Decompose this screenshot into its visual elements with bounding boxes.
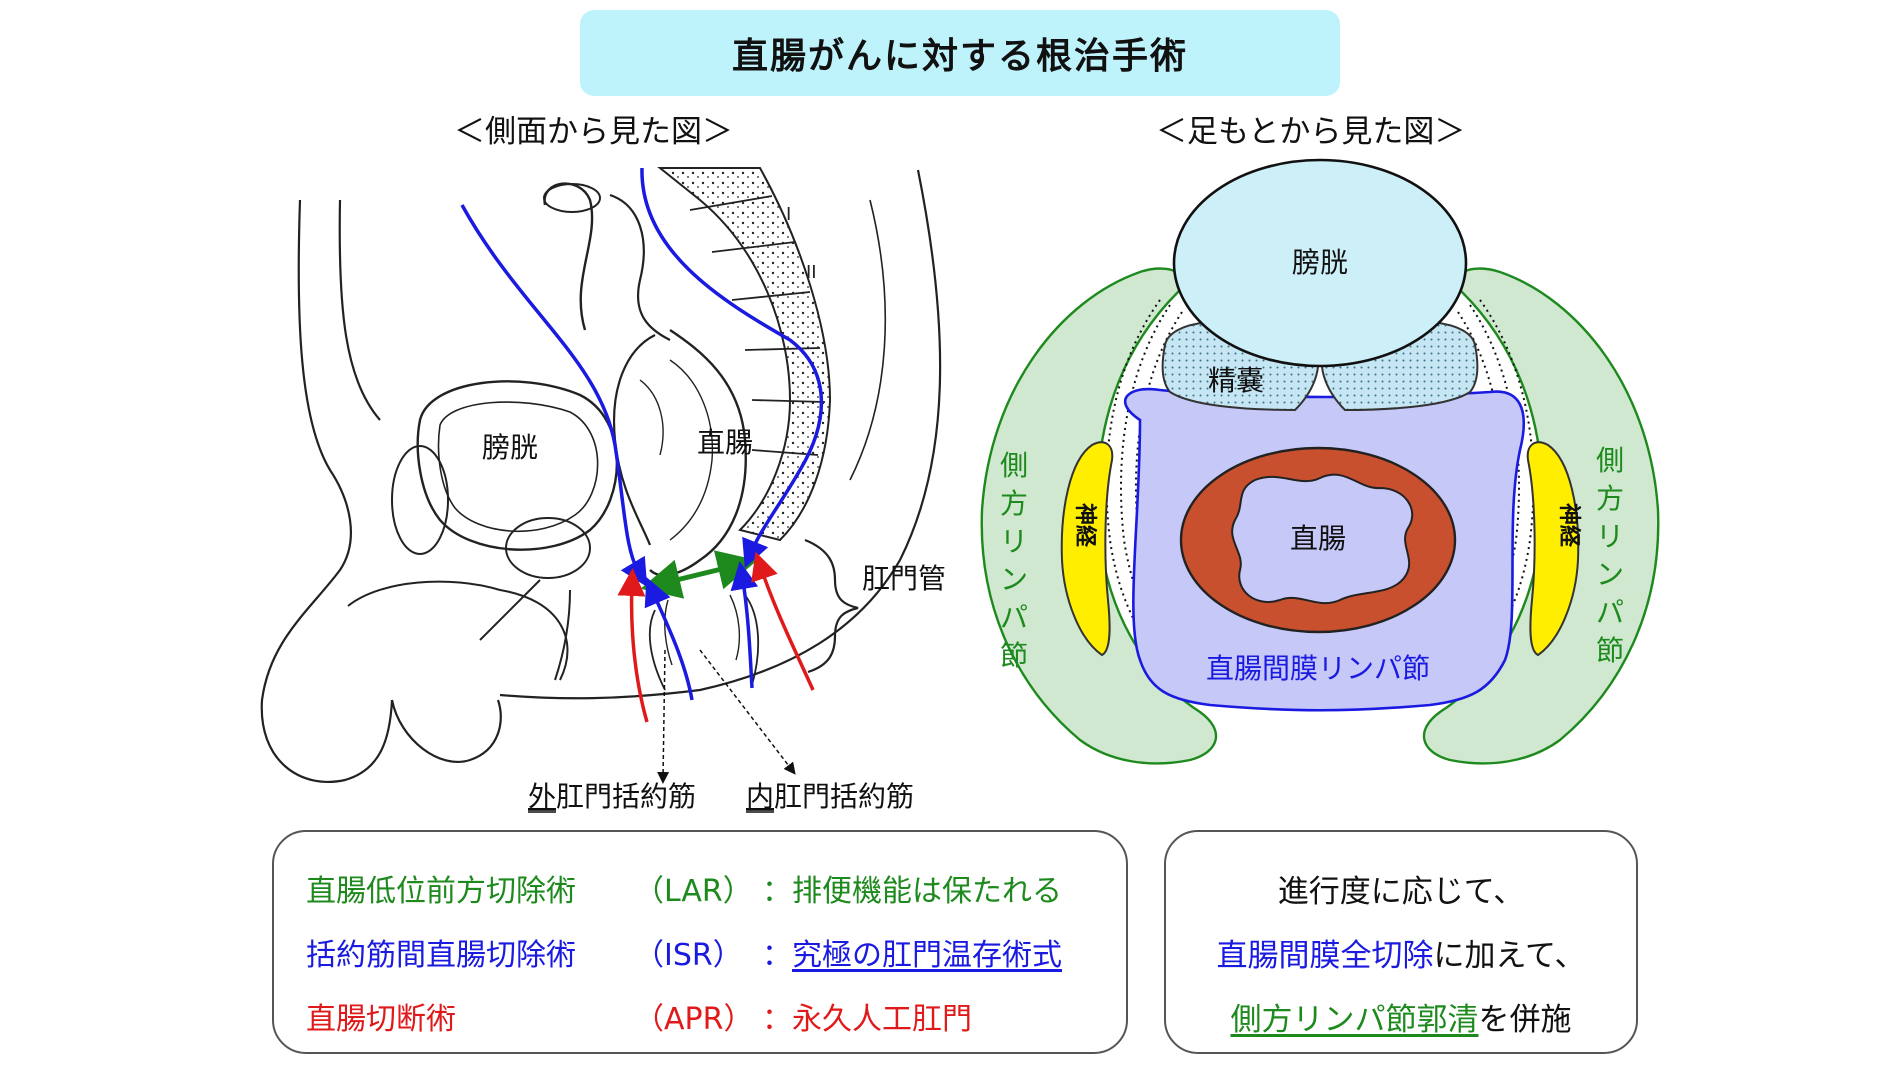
lateral-label-char: 節: [1596, 634, 1624, 667]
foot-bladder-label: 膀胱: [1292, 246, 1348, 279]
procedure-name: 括約筋間直腸切除術: [306, 938, 576, 973]
roman-numeral-2: II: [806, 262, 817, 283]
int-sphincter-label: 内肛門括約筋: [746, 780, 914, 813]
lateral-label-char: ン: [1000, 563, 1028, 596]
lateral-label-char: パ: [1596, 596, 1624, 629]
note-lateral-dissection: 側方リンパ節郭清: [1230, 1002, 1479, 1038]
nerve-right: [1526, 441, 1580, 657]
procedure-desc: ：排便機能は保たれる: [762, 874, 1062, 909]
note-line-2-rest: に加えて、: [1433, 938, 1586, 974]
procedure-name: 直腸低位前方切除術: [306, 874, 576, 909]
side-bladder-label: 膀胱: [482, 431, 538, 464]
note-line-3-rest: を併施: [1478, 1002, 1572, 1038]
seminal-vesicle-label: 精嚢: [1208, 364, 1264, 397]
lateral-label-char: 側: [1000, 449, 1028, 482]
isr-line-back: [640, 167, 824, 568]
lateral-label-char: 側: [1596, 444, 1624, 477]
procedure-abbr: （APR）: [634, 1002, 754, 1037]
note-line-1: 進行度に応じて、: [1277, 874, 1525, 910]
side-view-title: ＜側面から見た図＞: [454, 114, 733, 150]
procedure-abbr: （LAR）: [634, 874, 753, 909]
procedure-desc: 究極の肛門温存術式: [792, 938, 1062, 973]
lateral-right-label: 側方リンパ節: [1596, 444, 1624, 667]
procedure-name: 直腸切断術: [306, 1002, 456, 1037]
isr-line-lower-right: [730, 561, 759, 689]
apr-line-left: [617, 568, 649, 723]
note-line-2: 直腸間膜全切除に加えて、: [1166, 930, 1636, 975]
lateral-label-char: 節: [1000, 639, 1028, 672]
lateral-label-char: リ: [1596, 520, 1624, 553]
lateral-label-char: ン: [1596, 558, 1624, 591]
procedure-desc: ：永久人工肛門: [762, 1002, 972, 1037]
foot-bladder: [1172, 158, 1468, 368]
isr-line-lower-left: [644, 577, 694, 701]
ext-sphincter-leader: [657, 649, 670, 784]
int-sphincter-leader: [699, 649, 796, 775]
mesorectal-label: 直腸間膜リンパ節: [1206, 652, 1430, 685]
lateral-region-right: [1422, 267, 1660, 765]
page-title: 直腸がんに対する根治手術: [580, 10, 1340, 96]
nerve-left-label: 神経: [1072, 503, 1098, 548]
nerve-right-label: 神経: [1556, 503, 1582, 548]
note-line-3: 側方リンパ節郭清を併施: [1166, 994, 1636, 1039]
anal-canal-label: 肛門管: [862, 562, 946, 595]
lateral-label-char: パ: [1000, 601, 1028, 634]
lateral-label-char: 方: [1000, 487, 1028, 520]
ext-sphincter-label: 外肛門括約筋: [528, 780, 696, 813]
procedure-abbr: （ISR）: [634, 938, 743, 973]
isr-line-front: [460, 204, 648, 588]
foot-rectum-label: 直腸: [1290, 522, 1346, 555]
apr-line-right: [751, 551, 815, 691]
nerve-left: [1060, 441, 1114, 657]
foot-view-illustration: [980, 158, 1660, 765]
lateral-region-left: [980, 267, 1218, 765]
foot-view-title: ＜足もとから見た図＞: [1156, 114, 1466, 150]
note-tme: 直腸間膜全切除: [1216, 938, 1434, 974]
roman-numeral-1: I: [786, 204, 791, 225]
lar-arrow: [640, 550, 758, 599]
note-box: 進行度に応じて、 直腸間膜全切除に加えて、 側方リンパ節郭清を併施: [1164, 830, 1638, 1054]
procedure-legend: 直腸低位前方切除術 （LAR） ：排便機能は保たれる 括約筋間直腸切除術 （IS…: [272, 830, 1128, 1054]
rectum-lumen: [1231, 473, 1414, 605]
lateral-label-char: 方: [1596, 482, 1624, 515]
lateral-left-label: 側方リンパ節: [1000, 449, 1028, 672]
side-view-illustration: [260, 167, 942, 783]
procedure-desc-colon: ：: [762, 938, 792, 973]
lateral-label-char: リ: [1000, 525, 1028, 558]
side-rectum-label: 直腸: [697, 426, 753, 459]
